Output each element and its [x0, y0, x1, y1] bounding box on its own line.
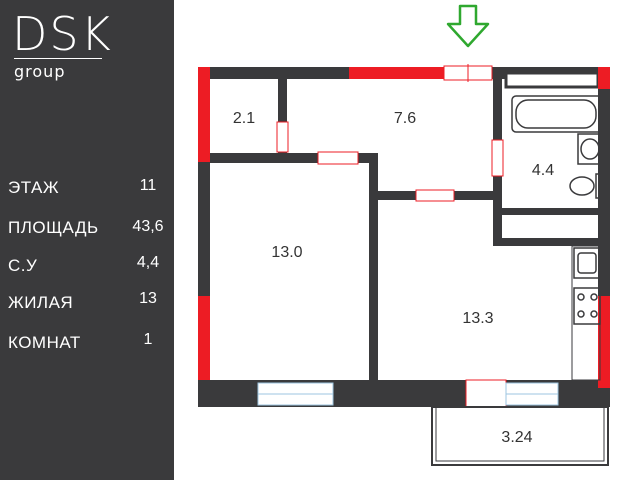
kitchen-door [415, 189, 455, 202]
floor-label: ЭТАЖ [8, 178, 60, 197]
sink-icon [577, 133, 603, 165]
kitchen-area-label: 13.3 [462, 310, 493, 327]
logo-divider [14, 58, 102, 59]
bedroom-door [317, 151, 359, 165]
toilet-icon [569, 173, 605, 199]
kitchen-sink-icon [573, 247, 601, 279]
accent-walls [198, 67, 610, 388]
kitchen-counter [571, 245, 601, 381]
stove-icon [573, 287, 601, 325]
doors [276, 64, 507, 408]
bathroom-area-room-label: 4.4 [532, 162, 554, 179]
entrance-arrow-icon [446, 4, 490, 48]
area-label: ПЛОЩАДЬ [8, 218, 99, 237]
bathroom-area-value: 4,4 [136, 254, 160, 271]
info-sidebar: DSK group ЭТАЖ 11 ПЛОЩАДЬ 43,6 С.У 4,4 Ж… [0, 0, 174, 480]
balcony [431, 406, 609, 466]
rooms-count-label: КОМНАТ [8, 333, 81, 352]
bathroom-area-label: С.У [8, 256, 38, 275]
balcony-door [465, 379, 507, 408]
bathtub-icon [511, 95, 603, 133]
area-value: 43,6 [132, 218, 164, 235]
storage-door [276, 121, 289, 153]
brand-logo: DSK [12, 7, 113, 61]
living-area-value: 13 [139, 290, 157, 307]
balcony-area-label: 3.24 [501, 429, 532, 446]
windows [257, 382, 559, 406]
bathroom-door [491, 139, 504, 177]
storage-area-label: 2.1 [233, 110, 255, 127]
hall-area-label: 7.6 [394, 110, 416, 127]
living-area-label: ЖИЛАЯ [8, 293, 74, 312]
floor-value: 11 [139, 177, 157, 194]
brand-subtitle: group [14, 62, 66, 81]
bedroom-area-label: 13.0 [271, 244, 302, 261]
rooms-count-value: 1 [143, 331, 153, 348]
